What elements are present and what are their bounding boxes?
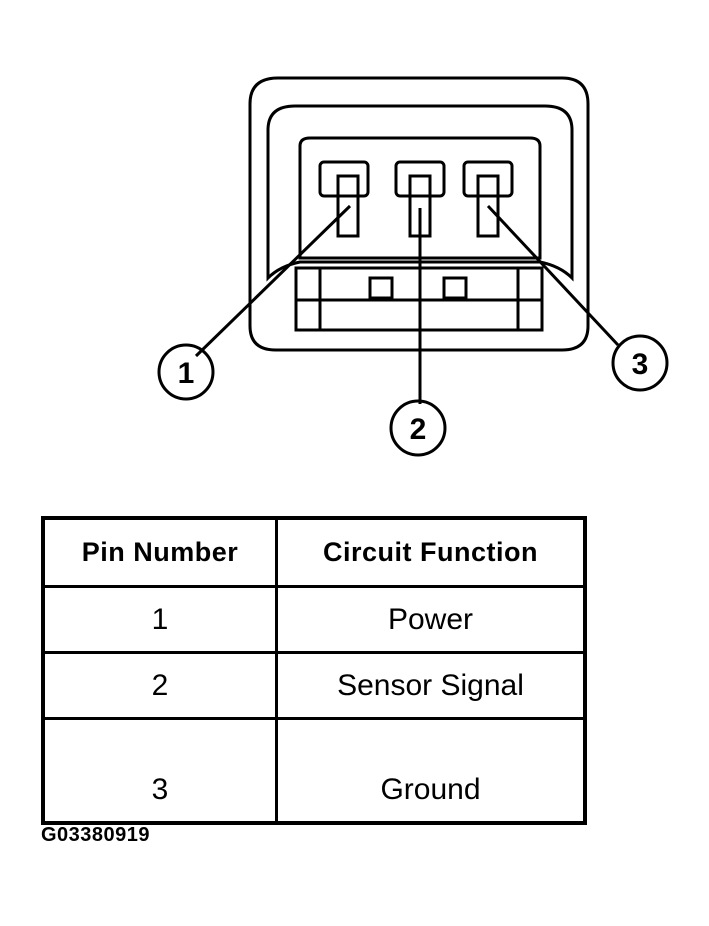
- callout-label-1: 1: [178, 357, 195, 390]
- latch-window-right: [442, 276, 468, 300]
- pin-blade-1: [336, 174, 360, 238]
- pin-number-cell: 3: [41, 717, 278, 825]
- figure-code: G03380919: [41, 824, 151, 846]
- callout-circle-1: [157, 343, 215, 401]
- pin-number-cell: 2: [41, 651, 278, 720]
- table-header-row: Pin Number Circuit Function: [41, 516, 587, 588]
- pin-number-cell: 1: [41, 585, 278, 654]
- header-pin-number: Pin Number: [41, 516, 278, 588]
- connector-housing-outer: [248, 76, 590, 352]
- callout-label-3: 3: [632, 348, 649, 381]
- pin-socket-3: [462, 160, 514, 198]
- callout-circle-2: [389, 399, 447, 457]
- pin-blade-3: [476, 174, 500, 238]
- circuit-function-cell: Sensor Signal: [275, 651, 587, 720]
- pin-socket-1: [318, 160, 370, 198]
- table-row: 3 Ground: [41, 717, 587, 825]
- circuit-function-cell: Ground: [275, 717, 587, 825]
- latch-window-left: [368, 276, 394, 300]
- callout-label-2: 2: [410, 413, 427, 446]
- callout-circle-3: [611, 334, 669, 392]
- leader-line-3: [486, 204, 620, 347]
- pin-socket-2: [394, 160, 446, 198]
- connector-diagram: 1 2 3: [157, 76, 669, 457]
- circuit-function-cell: Power: [275, 585, 587, 654]
- table-row: 2 Sensor Signal: [41, 651, 587, 720]
- terminal-shroud: [298, 136, 542, 260]
- pin-function-table: Pin Number Circuit Function 1 Power 2 Se…: [41, 516, 587, 825]
- table-row: 1 Power: [41, 585, 587, 654]
- header-circuit-function: Circuit Function: [275, 516, 587, 588]
- leader-line-1: [194, 204, 352, 358]
